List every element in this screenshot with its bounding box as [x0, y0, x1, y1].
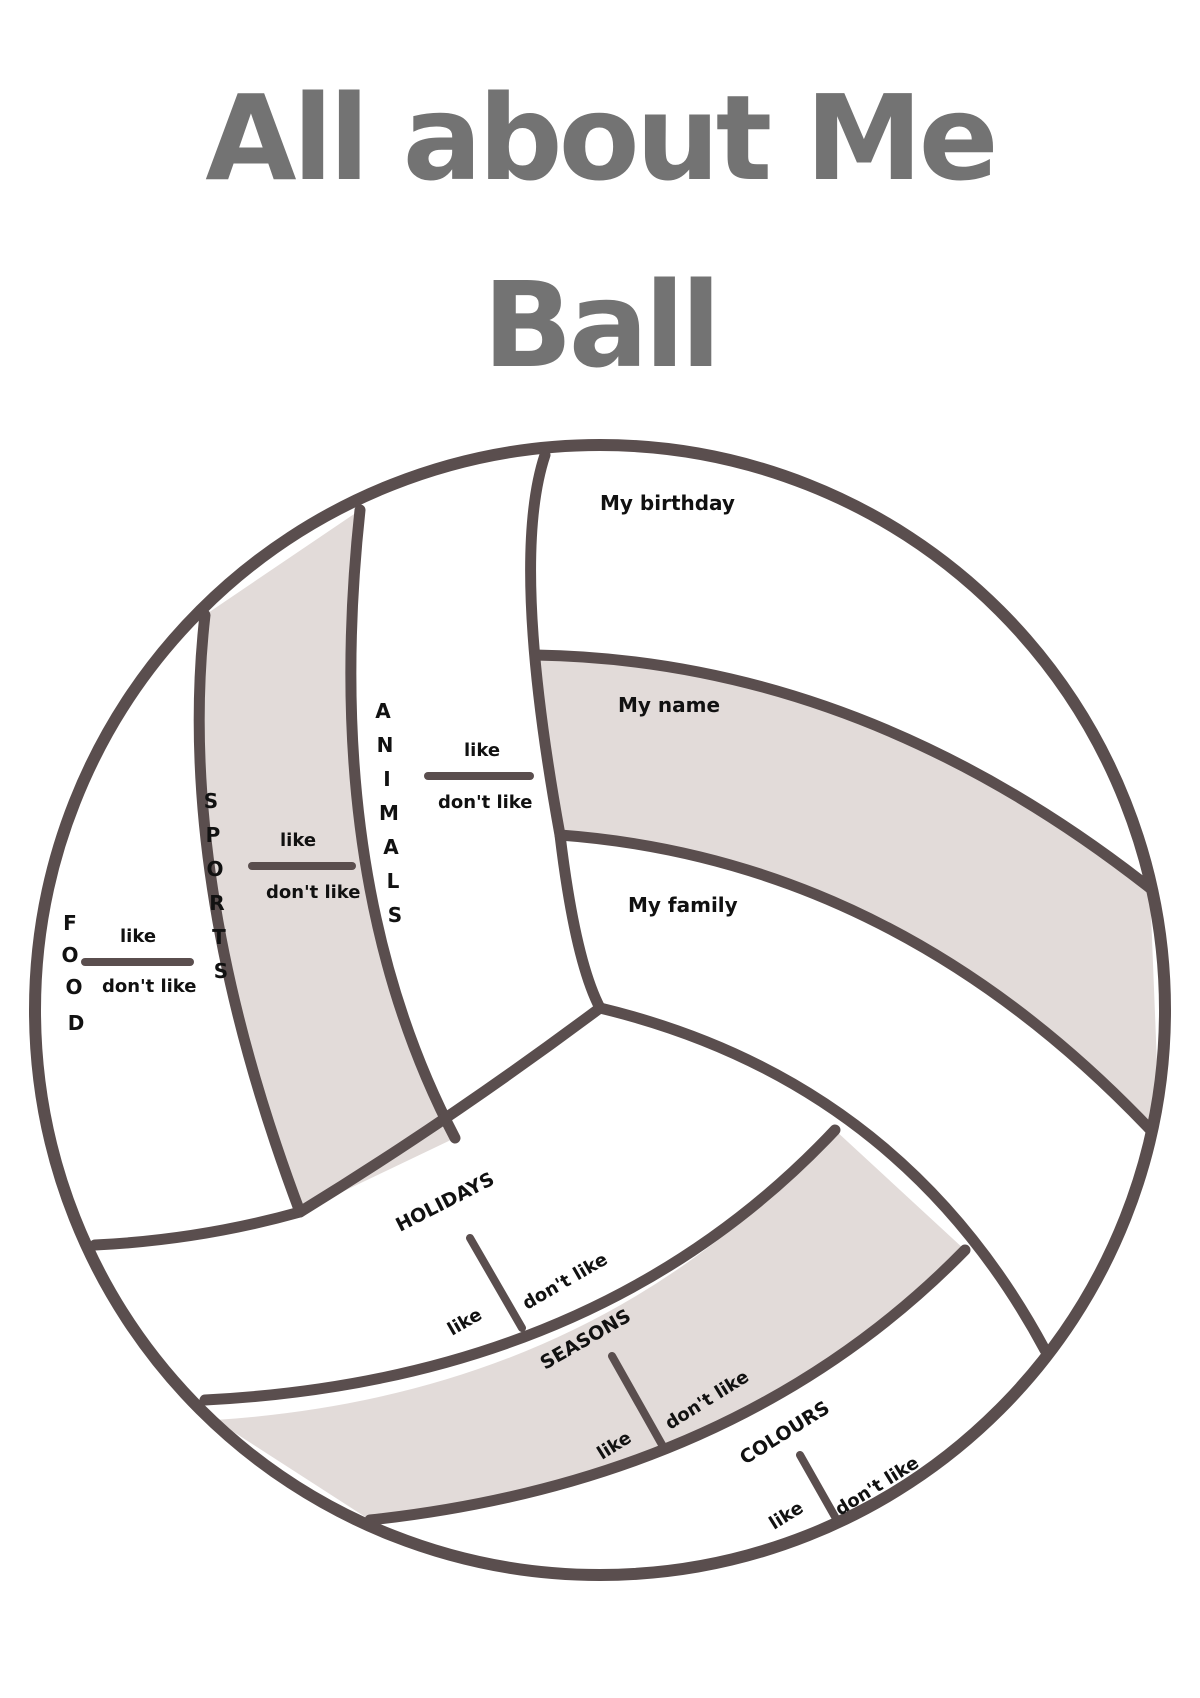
- seam-holidays-seasons: [199, 1124, 841, 1406]
- animals-letter: L: [387, 869, 400, 893]
- food-like: like: [120, 926, 156, 947]
- seam-animals-birthday: [525, 449, 606, 1014]
- name-label: My name: [618, 693, 720, 717]
- ball-outline: [29, 439, 1171, 1581]
- food-vertical-label: F O O D: [61, 911, 84, 1035]
- sports-like: like: [280, 830, 316, 851]
- seam-family-bottom: [594, 1002, 1051, 1356]
- sports-letter: O: [206, 857, 223, 881]
- page-title-line-2: Ball: [482, 256, 721, 394]
- food-letter: O: [65, 975, 82, 999]
- colours-divider: [796, 1451, 842, 1526]
- seam-sports-animals: [345, 504, 461, 1144]
- sports-letter: S: [204, 789, 218, 813]
- seasons-divider: [608, 1352, 669, 1454]
- sports-letter: R: [209, 891, 224, 915]
- birthday-label: My birthday: [600, 491, 735, 515]
- sports-letter: T: [212, 925, 226, 949]
- seam-name-bottom: [554, 829, 1165, 1146]
- animals-letter: S: [388, 903, 402, 927]
- animals-like: like: [464, 740, 500, 761]
- sports-dont-like: don't like: [266, 882, 360, 903]
- sports-vertical-label: S P O R T S: [204, 789, 228, 983]
- food-dont-like: don't like: [102, 976, 196, 997]
- page-title-line-1: All about Me: [205, 69, 998, 207]
- animals-letter: M: [379, 801, 399, 825]
- holidays-divider: [466, 1234, 526, 1332]
- animals-letter: I: [383, 767, 390, 791]
- family-label: My family: [628, 893, 738, 917]
- animals-vertical-label: A N I M A L S: [375, 699, 402, 927]
- food-letter: O: [61, 943, 78, 967]
- animals-letter: N: [377, 733, 394, 757]
- sports-panel: [199, 510, 455, 1212]
- seasons-panel: [215, 1130, 965, 1520]
- name-panel: [535, 655, 1160, 1140]
- seam-food-sports: [193, 609, 306, 1218]
- seam-holidays-top: [89, 1002, 606, 1251]
- seam-seasons-colours: [364, 1244, 971, 1526]
- animals-dont-like: don't like: [438, 792, 532, 813]
- animals-letter: A: [383, 835, 399, 859]
- food-letter: D: [68, 1011, 85, 1035]
- sports-letter: P: [206, 823, 221, 847]
- sports-letter: S: [214, 959, 228, 983]
- food-letter: F: [63, 911, 77, 935]
- seam-name-top: [529, 649, 1156, 894]
- animals-letter: A: [375, 699, 391, 723]
